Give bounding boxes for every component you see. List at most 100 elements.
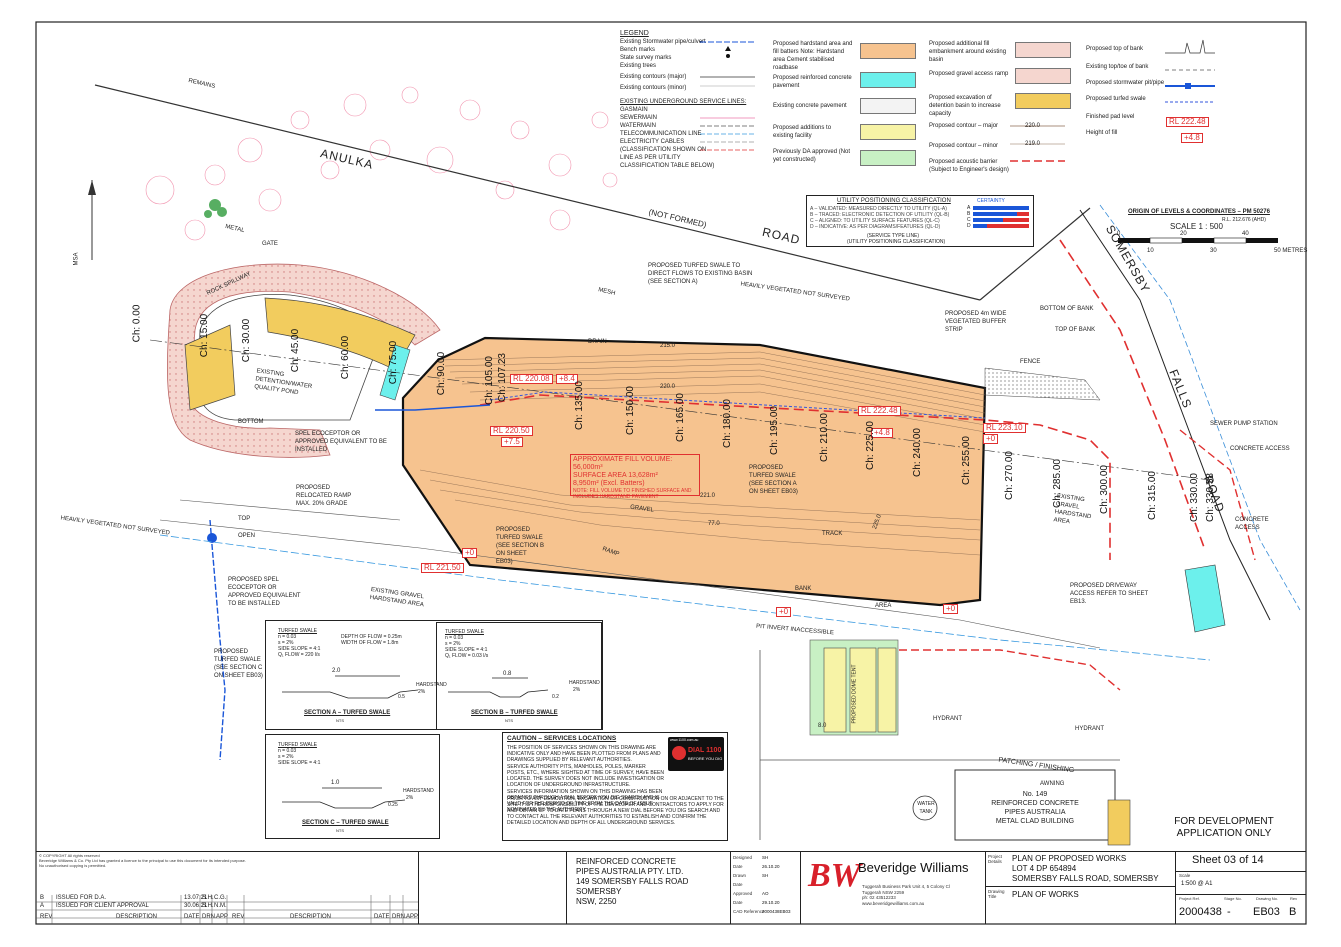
client-line: REINFORCED CONCRETE (576, 857, 677, 866)
drain-label: DRAIN (588, 339, 607, 345)
utility-code: B (967, 211, 971, 217)
contour-220-label: 220.0 (660, 384, 676, 390)
section-b-params: n = 0.03 s = 2% SIDE SLOPE = 4:1 Q₁ FLOW… (445, 635, 488, 659)
section-c-head: TURFED SWALE (278, 742, 317, 748)
swale-a-note: PROPOSED TURFED SWALE (SEE SECTION A ON … (749, 465, 798, 495)
contour-77-label: 77.0 (708, 521, 720, 527)
scale-label: SCALE 1 : 500 (1170, 222, 1223, 231)
chainage-label: Ch: 15.00 (199, 313, 211, 358)
copyright-line: No unauthorised copying is permitted. (39, 863, 107, 868)
scale-bar (1118, 237, 1278, 244)
spel-ecoceptor-icon (207, 533, 217, 543)
address-line: ph: 02 43512233 (862, 895, 896, 900)
legend-col2-item: Proposed hardstand area and fill batters… (773, 41, 853, 71)
dial-before-you-dig-logo: www.1100.com.au DIAL 1100 BEFORE YOU DIG (668, 737, 724, 771)
meta-value: 29.10.20 (762, 900, 780, 905)
scale-tick: 10 (1147, 248, 1154, 254)
meta-value: AO (762, 891, 769, 896)
rev-drn: S.H. (202, 903, 214, 909)
driveway-note: PROPOSED DRIVEWAY ACCESS REFER TO SHEET … (1070, 583, 1149, 605)
legend-col-3-symbols (1010, 125, 1065, 162)
status-line-2: APPLICATION ONLY (1176, 828, 1272, 839)
rev-date: 13.07.21 (184, 895, 208, 901)
swatch-da-approved (860, 150, 916, 166)
utility-code: A (967, 205, 971, 211)
legend-col-1: LEGEND Existing Stormwater pipe/culvert … (620, 30, 765, 170)
meta-label: CAD Reference (733, 909, 765, 914)
no-dig-icon (672, 746, 686, 760)
section-a-pct: 2% (418, 689, 426, 695)
address-line: www.beveridgewilliams.com.au (862, 900, 925, 906)
client-line: SOMERSBY (576, 887, 622, 896)
sheet-border (35, 21, 1307, 925)
legend-col3-item: Proposed contour – major (929, 123, 999, 129)
section-b-box: TURFED SWALE n = 0.03 s = 2% SIDE SLOPE … (436, 622, 602, 730)
project-line: SOMERSBY FALLS ROAD, SOMERSBY (1012, 874, 1159, 883)
hydrant-label: HYDRANT (933, 716, 963, 722)
water-tank (912, 795, 938, 821)
dial-number: DIAL 1100 (688, 747, 722, 754)
fill-height-0-a: +0 (983, 434, 999, 444)
fill-height-0-b: +0 (462, 548, 478, 558)
legend-services-note: (CLASSIFICATION SHOWN ON LINE AS PER UTI… (620, 147, 715, 169)
swatch-fill-area (860, 43, 916, 59)
swale-c-note: PROPOSED TURFED SWALE (SEE SECTION C ON … (214, 649, 263, 679)
legend-col4-item: Height of fill (1086, 130, 1118, 136)
legend-services-title: EXISTING UNDERGROUND SERVICE LINES: (620, 99, 747, 105)
section-c-depth: 0.25 (388, 802, 398, 808)
origin-of-levels: ORIGIN OF LEVELS & COORDINATES – PM 5027… (1128, 209, 1270, 215)
surface-area-excl: 8,950m² (Excl. Batters) (573, 480, 645, 487)
meta-labels: Designed Date Drawn Date Approved Date C… (733, 853, 765, 916)
surface-area: SURFACE AREA 13,628m² (573, 472, 658, 479)
legend-col-4: Proposed top of bank Existing top/toe of… (1086, 45, 1176, 137)
copyright-block: © COPYRIGHT All rights reserved Beveridg… (39, 853, 269, 868)
section-c-pct: 2% (406, 795, 414, 801)
section-c-nts: NTS (336, 828, 344, 833)
meta-value: SH (762, 873, 769, 878)
chainage-label: Ch: 135.00 (573, 381, 585, 430)
rev-head: APP (216, 914, 229, 920)
rl-223-10: RL 223.10 (983, 423, 1026, 433)
dial-web: www.1100.com.au (670, 738, 699, 742)
hydrant-label-2: HYDRANT (1075, 726, 1105, 732)
section-a-title: SECTION A – TURFED SWALE (304, 710, 391, 716)
stage-no: - (1227, 906, 1231, 918)
section-param: Q₁ FLOW = 220 l/s (278, 652, 320, 658)
copyright-title: © COPYRIGHT All rights reserved (39, 853, 100, 858)
legend-col3-item: Proposed excavation of detention basin t… (929, 95, 1001, 117)
meta-values: SH 26.10.20 SH AO 29.10.20 2000438EB03 (762, 853, 791, 916)
caution-bullets: THE POSITION OF SERVICES SHOWN ON THIS D… (507, 745, 665, 814)
section-b-hardstand: HARDSTAND (569, 680, 600, 686)
chainage-label: Ch: 330.58 (1204, 473, 1216, 522)
spel-note-2: PROPOSED SPEL ECOCEPTOR OR APPROVED EQUI… (228, 577, 301, 607)
fill-height-4-8: +4.8 (871, 428, 893, 438)
swale-b-note: PROPOSED TURFED SWALE (SEE SECTION B ON … (496, 527, 545, 565)
rev-cell: A (40, 903, 45, 909)
section-param: s = 2% (445, 641, 461, 647)
buffer-strip-note: PROPOSED 4m WIDE VEGETATED BUFFER STRIP (945, 311, 1007, 333)
caution-box: CAUTION – SERVICES LOCATIONS THE POSITIO… (502, 732, 728, 841)
chainage-centreline (149, 339, 1211, 481)
chainage-label: Ch: 210.00 (818, 413, 830, 462)
acoustic-barrier (479, 394, 1111, 560)
drawing-label: Drawing Title (988, 889, 1005, 899)
client-line: NSW, 2250 (576, 897, 617, 906)
copyright-line: Beveridge Williams & Co. Pty Ltd has gra… (39, 858, 246, 863)
origin-rl: R.L. 212.676 (AHD) (1222, 217, 1266, 223)
section-param: Q₁ FLOW = 0.03 l/s (445, 653, 489, 659)
utility-bars (973, 206, 1029, 228)
rev-head: DRN. (392, 914, 407, 920)
rev-drn: S.H. (202, 895, 214, 901)
bottom-label: BOTTOM (238, 419, 264, 425)
legend-item: Existing Stormwater pipe/culvert (620, 39, 706, 45)
open-label: OPEN (238, 533, 256, 539)
sheet-number: Sheet 03 of 14 (1192, 854, 1264, 866)
driveway-access (1184, 564, 1226, 633)
swatch-additions (860, 124, 916, 140)
contour-221-label: 221.0 (700, 493, 716, 499)
meta-value (762, 880, 791, 889)
scale-value-tb: 1:500 @ A1 (1181, 881, 1213, 887)
section-b-head: TURFED SWALE (445, 629, 484, 635)
fill-contours (419, 351, 986, 556)
